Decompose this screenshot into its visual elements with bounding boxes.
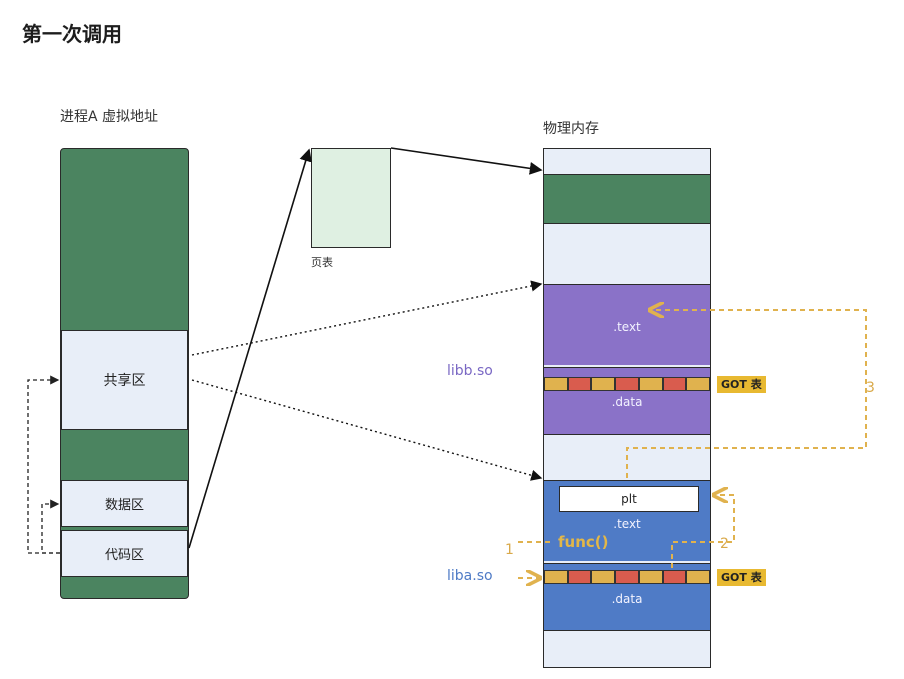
step-2-arrow bbox=[671, 495, 735, 568]
code-to-pagetable-arrow bbox=[188, 148, 312, 549]
func-call-label: func() bbox=[558, 533, 609, 551]
shared-to-liba-arrow bbox=[191, 379, 543, 481]
data-region-label: 数据区 bbox=[104, 498, 144, 513]
libb-got-table bbox=[544, 377, 711, 391]
liba-got-tag: GOT 表 bbox=[717, 569, 766, 586]
liba-text-label: .text bbox=[613, 517, 641, 531]
got-slot bbox=[615, 570, 639, 584]
plt-box: plt bbox=[559, 486, 699, 512]
data-region: 数据区 bbox=[61, 480, 188, 527]
got-slot bbox=[615, 377, 639, 391]
liba-text-section: plt .text bbox=[544, 480, 710, 561]
step-2-label: 2 bbox=[720, 536, 729, 552]
process-address-space: 共享区 数据区 代码区 bbox=[60, 148, 189, 599]
physical-memory: .text .data plt .text .data bbox=[543, 148, 711, 668]
libb-label: libb.so bbox=[447, 363, 493, 379]
code-region: 代码区 bbox=[61, 530, 188, 577]
libb-text-label: .text bbox=[613, 320, 641, 334]
page-table-label: 页表 bbox=[311, 256, 333, 269]
code-region-label: 代码区 bbox=[104, 548, 144, 563]
got-slot bbox=[638, 377, 663, 391]
liba-data-label: .data bbox=[611, 592, 643, 606]
code-to-data-dashed-arrow bbox=[41, 499, 60, 554]
liba-label: liba.so bbox=[447, 568, 493, 584]
got-slot bbox=[567, 570, 592, 584]
libb-got-tag: GOT 表 bbox=[717, 376, 766, 393]
got-slot bbox=[638, 570, 663, 584]
step-1-label: 1 bbox=[505, 542, 514, 558]
physical-memory-label: 物理内存 bbox=[543, 121, 599, 137]
got-slot bbox=[544, 570, 568, 584]
libb-data-label: .data bbox=[611, 395, 643, 409]
step-3-label: 3 bbox=[866, 380, 875, 396]
pagetable-to-memory-arrow bbox=[390, 147, 543, 175]
shared-to-libb-arrow bbox=[191, 280, 543, 356]
got-slot bbox=[686, 570, 711, 584]
got-slot bbox=[662, 570, 687, 584]
got-slot bbox=[544, 377, 568, 391]
got-slot bbox=[662, 377, 687, 391]
code-to-shared-dashed-arrow bbox=[27, 375, 60, 554]
step-3-arrow bbox=[626, 310, 867, 478]
page-table-box bbox=[311, 148, 391, 248]
libb-text-section: .text bbox=[544, 284, 710, 365]
got-slot bbox=[567, 377, 592, 391]
liba-got-table bbox=[544, 570, 711, 584]
got-slot bbox=[591, 377, 616, 391]
shared-region: 共享区 bbox=[61, 330, 188, 430]
shared-region-label: 共享区 bbox=[103, 373, 146, 389]
process-a-label: 进程A 虚拟地址 bbox=[60, 109, 159, 125]
got-slot bbox=[591, 570, 616, 584]
page-title: 第一次调用 bbox=[22, 22, 122, 46]
got-slot bbox=[686, 377, 711, 391]
mapped-page bbox=[544, 174, 710, 224]
plt-label: plt bbox=[621, 492, 637, 506]
